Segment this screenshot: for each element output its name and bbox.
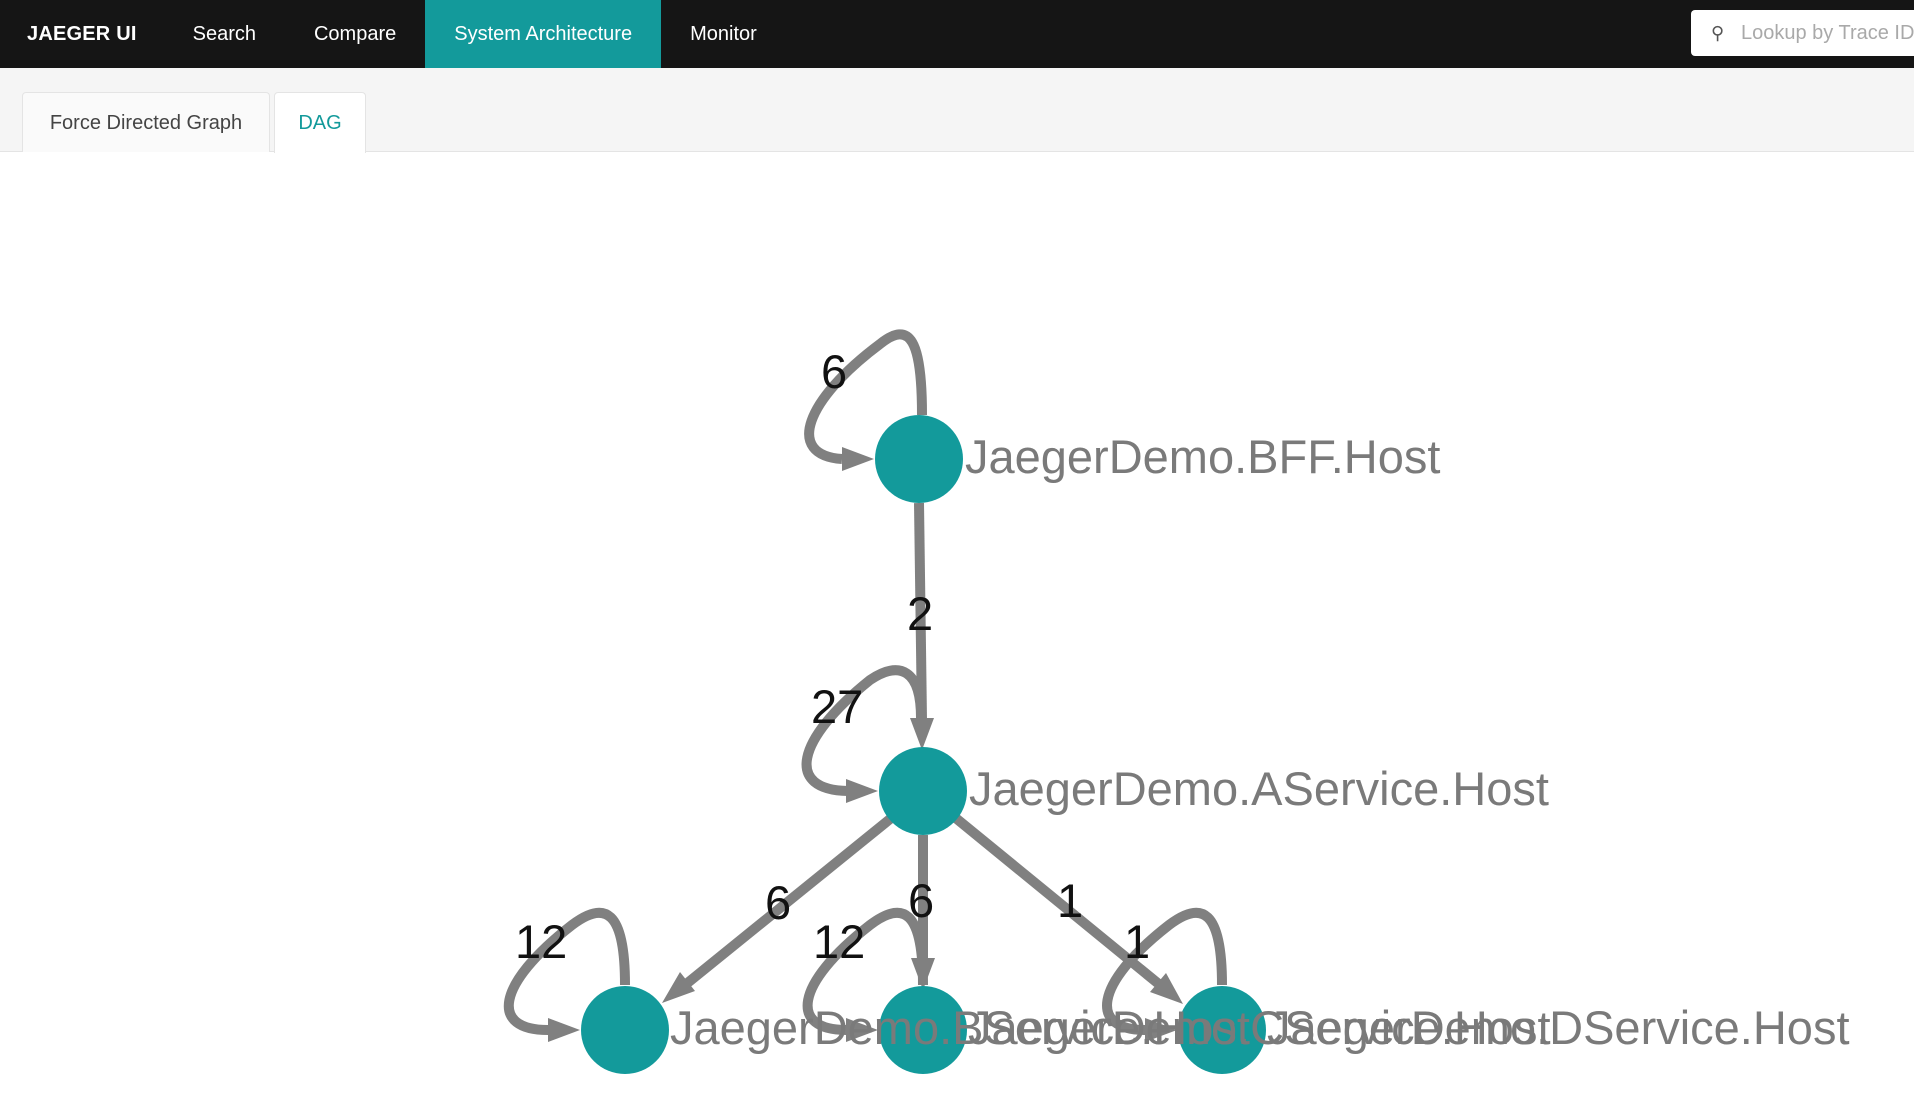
edge-c-self (802, 907, 928, 1035)
edge-d-self-arrow (1145, 1018, 1177, 1042)
node-a[interactable] (879, 747, 967, 835)
edge-a-b-arrow (662, 972, 695, 1003)
nav-monitor[interactable]: Monitor (690, 23, 757, 45)
edge-a-c-arrow (911, 958, 935, 990)
node-label-c: JaegerDemo.CService.Host (968, 1001, 1551, 1054)
edge-bff-a (914, 502, 927, 721)
nav-compare[interactable]: Compare (313, 23, 397, 45)
edge-bff-self-arrow (842, 447, 874, 471)
nav-system-architecture[interactable]: System Architecture (425, 0, 662, 68)
node-label-bff: JaegerDemo.BFF.Host (965, 430, 1440, 483)
edge-label-bff-a: 2 (907, 587, 933, 640)
edge-label-a-d: 1 (1057, 874, 1083, 927)
edge-b-self (503, 907, 630, 1035)
tab-force-directed-graph[interactable]: Force Directed Graph (22, 92, 270, 152)
tab-dag[interactable]: DAG (274, 92, 366, 153)
node-d[interactable] (1178, 986, 1266, 1074)
edge-label-a-self: 27 (811, 680, 863, 733)
edge-a-b (681, 811, 899, 989)
top-navbar: JAEGER UI Search Compare System Architec… (0, 0, 1914, 68)
brand-logo[interactable]: JAEGER UI (27, 23, 137, 45)
node-label-d: JaegerDemo.DService.Host (1267, 1001, 1850, 1054)
search-icon: ⚲ (1711, 22, 1725, 43)
edge-label-bff-self: 6 (821, 345, 847, 398)
edge-label-a-b: 6 (765, 876, 791, 929)
edge-label-a-c: 6 (908, 874, 934, 927)
trace-lookup-box[interactable]: ⚲ (1691, 10, 1914, 56)
node-bff[interactable] (875, 415, 963, 503)
edge-a-self (801, 665, 926, 796)
node-label-b: JaegerDemo.BService.Host (670, 1001, 1250, 1054)
nav-search[interactable]: Search (192, 23, 256, 45)
edge-a-self-arrow (846, 779, 878, 803)
edge-b-self-arrow (548, 1018, 580, 1042)
view-tabs: Force Directed Graph DAG (0, 68, 1914, 153)
edge-d-self (1102, 907, 1227, 1035)
edge-bff-self (804, 329, 927, 464)
edge-a-d (948, 811, 1164, 989)
edge-label-d-self: 1 (1124, 915, 1150, 968)
node-c[interactable] (879, 986, 967, 1074)
dag-graph-canvas[interactable]: JaegerDemo.BFF.Host JaegerDemo.AService.… (0, 152, 1914, 1112)
edge-c-self-arrow (846, 1018, 878, 1042)
edge-label-b-self: 12 (515, 915, 567, 968)
trace-id-input[interactable] (1739, 20, 1914, 46)
edge-bff-a-arrow (910, 718, 934, 750)
edge-label-c-self: 12 (813, 915, 865, 968)
dag-graph-svg: JaegerDemo.BFF.Host JaegerDemo.AService.… (503, 329, 1850, 1074)
node-b[interactable] (581, 986, 669, 1074)
edge-a-d-arrow (1150, 973, 1183, 1004)
node-label-a: JaegerDemo.AService.Host (969, 762, 1549, 815)
